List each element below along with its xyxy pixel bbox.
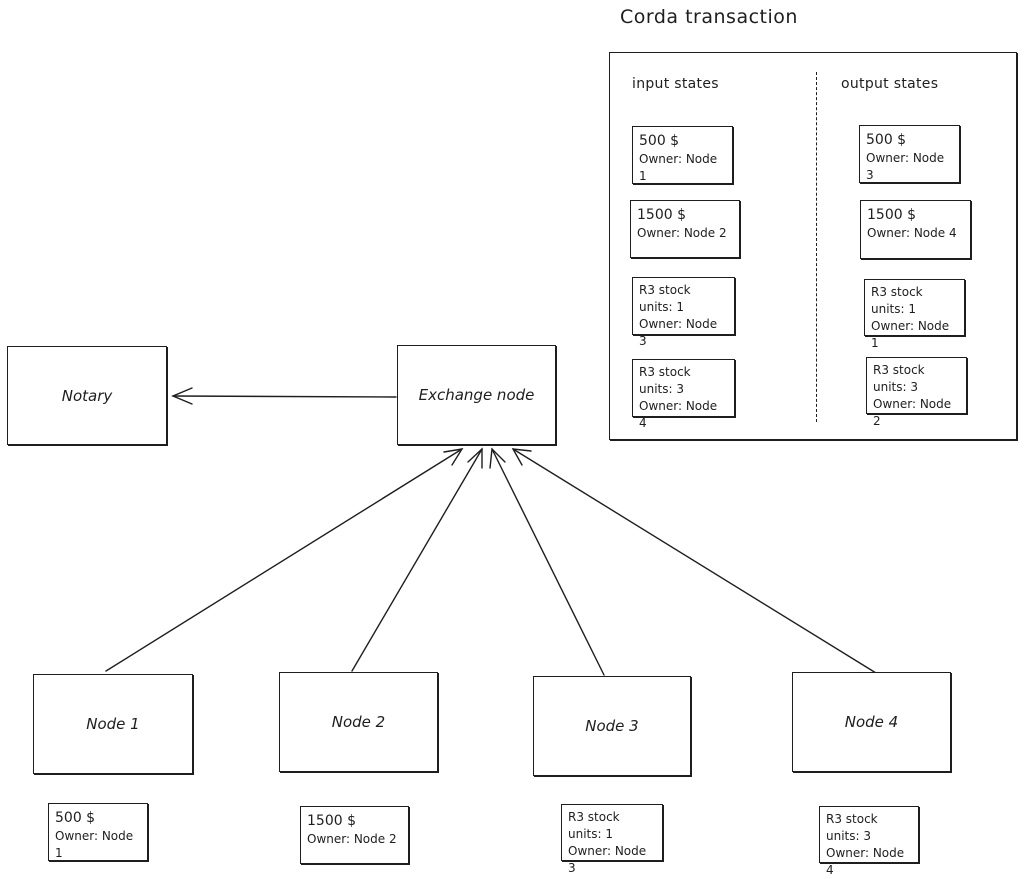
input-state-1: 500 $ Owner: Node 1 [632, 126, 733, 184]
input-state-3: R3 stock units: 1 Owner: Node 3 [632, 277, 735, 348]
state-units: units: 1 [639, 300, 684, 314]
state-owner: Owner: Node 3 [866, 151, 945, 182]
input-state-4: R3 stock units: 3 Owner: Node 4 [632, 359, 735, 430]
party-node-4: Node 4 [792, 672, 951, 772]
state-owner: Owner: Node 2 [307, 832, 397, 846]
state-units: units: 3 [826, 829, 871, 843]
holding-node-3: R3 stock units: 1 Owner: Node 3 [561, 804, 663, 875]
input-state-2: 1500 $ Owner: Node 2 [630, 200, 740, 258]
output-state-2: 1500 $ Owner: Node 4 [860, 200, 971, 259]
party-node-3: Node 3 [533, 676, 691, 776]
output-state-3: R3 stock units: 1 Owner: Node 1 [864, 279, 965, 350]
edge-exchange-to-notary [172, 395, 397, 398]
state-asset: R3 stock [826, 812, 878, 826]
exchange-node: Exchange node [397, 345, 556, 445]
state-asset: R3 stock [871, 285, 923, 299]
arrowhead-node1 [443, 448, 464, 466]
state-owner: Owner: Node 3 [568, 844, 647, 875]
edge-node4-to-exchange [512, 448, 877, 674]
node-label: Node 2 [331, 713, 386, 731]
state-owner: Owner: Node 3 [639, 317, 718, 348]
holding-node-1: 500 $ Owner: Node 1 [48, 803, 148, 861]
output-state-1: 500 $ Owner: Node 3 [859, 125, 960, 183]
edge-node2-to-exchange [351, 448, 483, 672]
state-owner: Owner: Node 2 [873, 397, 952, 428]
state-units: units: 1 [871, 302, 916, 316]
state-owner: Owner: Node 4 [867, 226, 957, 240]
exchange-label: Exchange node [418, 386, 535, 404]
state-owner: Owner: Node 2 [637, 226, 727, 240]
output-states-header: output states [841, 76, 939, 92]
arrowhead-node2 [467, 447, 483, 469]
edge-node1-to-exchange [105, 448, 463, 672]
state-units: units: 3 [873, 380, 918, 394]
state-owner: Owner: Node 4 [639, 399, 718, 430]
notary-label: Notary [61, 386, 113, 405]
node-label: Node 1 [86, 715, 140, 733]
node-label: Node 3 [585, 717, 639, 735]
party-node-2: Node 2 [279, 672, 438, 772]
state-asset: R3 stock [568, 810, 620, 824]
state-amount: 1500 $ [637, 207, 686, 223]
state-asset: R3 stock [639, 283, 691, 297]
arrowhead-notary [171, 387, 193, 405]
state-amount: 1500 $ [307, 813, 356, 829]
holding-node-2: 1500 $ Owner: Node 2 [300, 806, 409, 864]
transaction-title: Corda transaction [620, 6, 798, 28]
node-label: Node 4 [844, 713, 899, 731]
state-amount: 1500 $ [867, 207, 916, 223]
state-asset: R3 stock [639, 365, 691, 379]
notary-node: Notary [7, 346, 167, 445]
holding-node-4: R3 stock units: 3 Owner: Node 4 [819, 806, 919, 877]
state-owner: Owner: Node 4 [826, 846, 905, 877]
party-node-1: Node 1 [33, 674, 193, 774]
state-owner: Owner: Node 1 [871, 319, 950, 350]
arrowhead-node3 [489, 447, 506, 469]
arrowhead-node4 [511, 448, 532, 466]
input-states-header: input states [632, 76, 719, 92]
state-amount: 500 $ [639, 133, 680, 149]
state-owner: Owner: Node 1 [639, 152, 718, 183]
column-divider [816, 72, 817, 422]
state-units: units: 3 [639, 382, 684, 396]
state-amount: 500 $ [866, 132, 907, 148]
state-amount: 500 $ [55, 810, 96, 826]
edge-node3-to-exchange [491, 448, 605, 676]
output-state-4: R3 stock units: 3 Owner: Node 2 [866, 357, 967, 428]
state-asset: R3 stock [873, 363, 925, 377]
state-owner: Owner: Node 1 [55, 829, 134, 860]
state-units: units: 1 [568, 827, 613, 841]
